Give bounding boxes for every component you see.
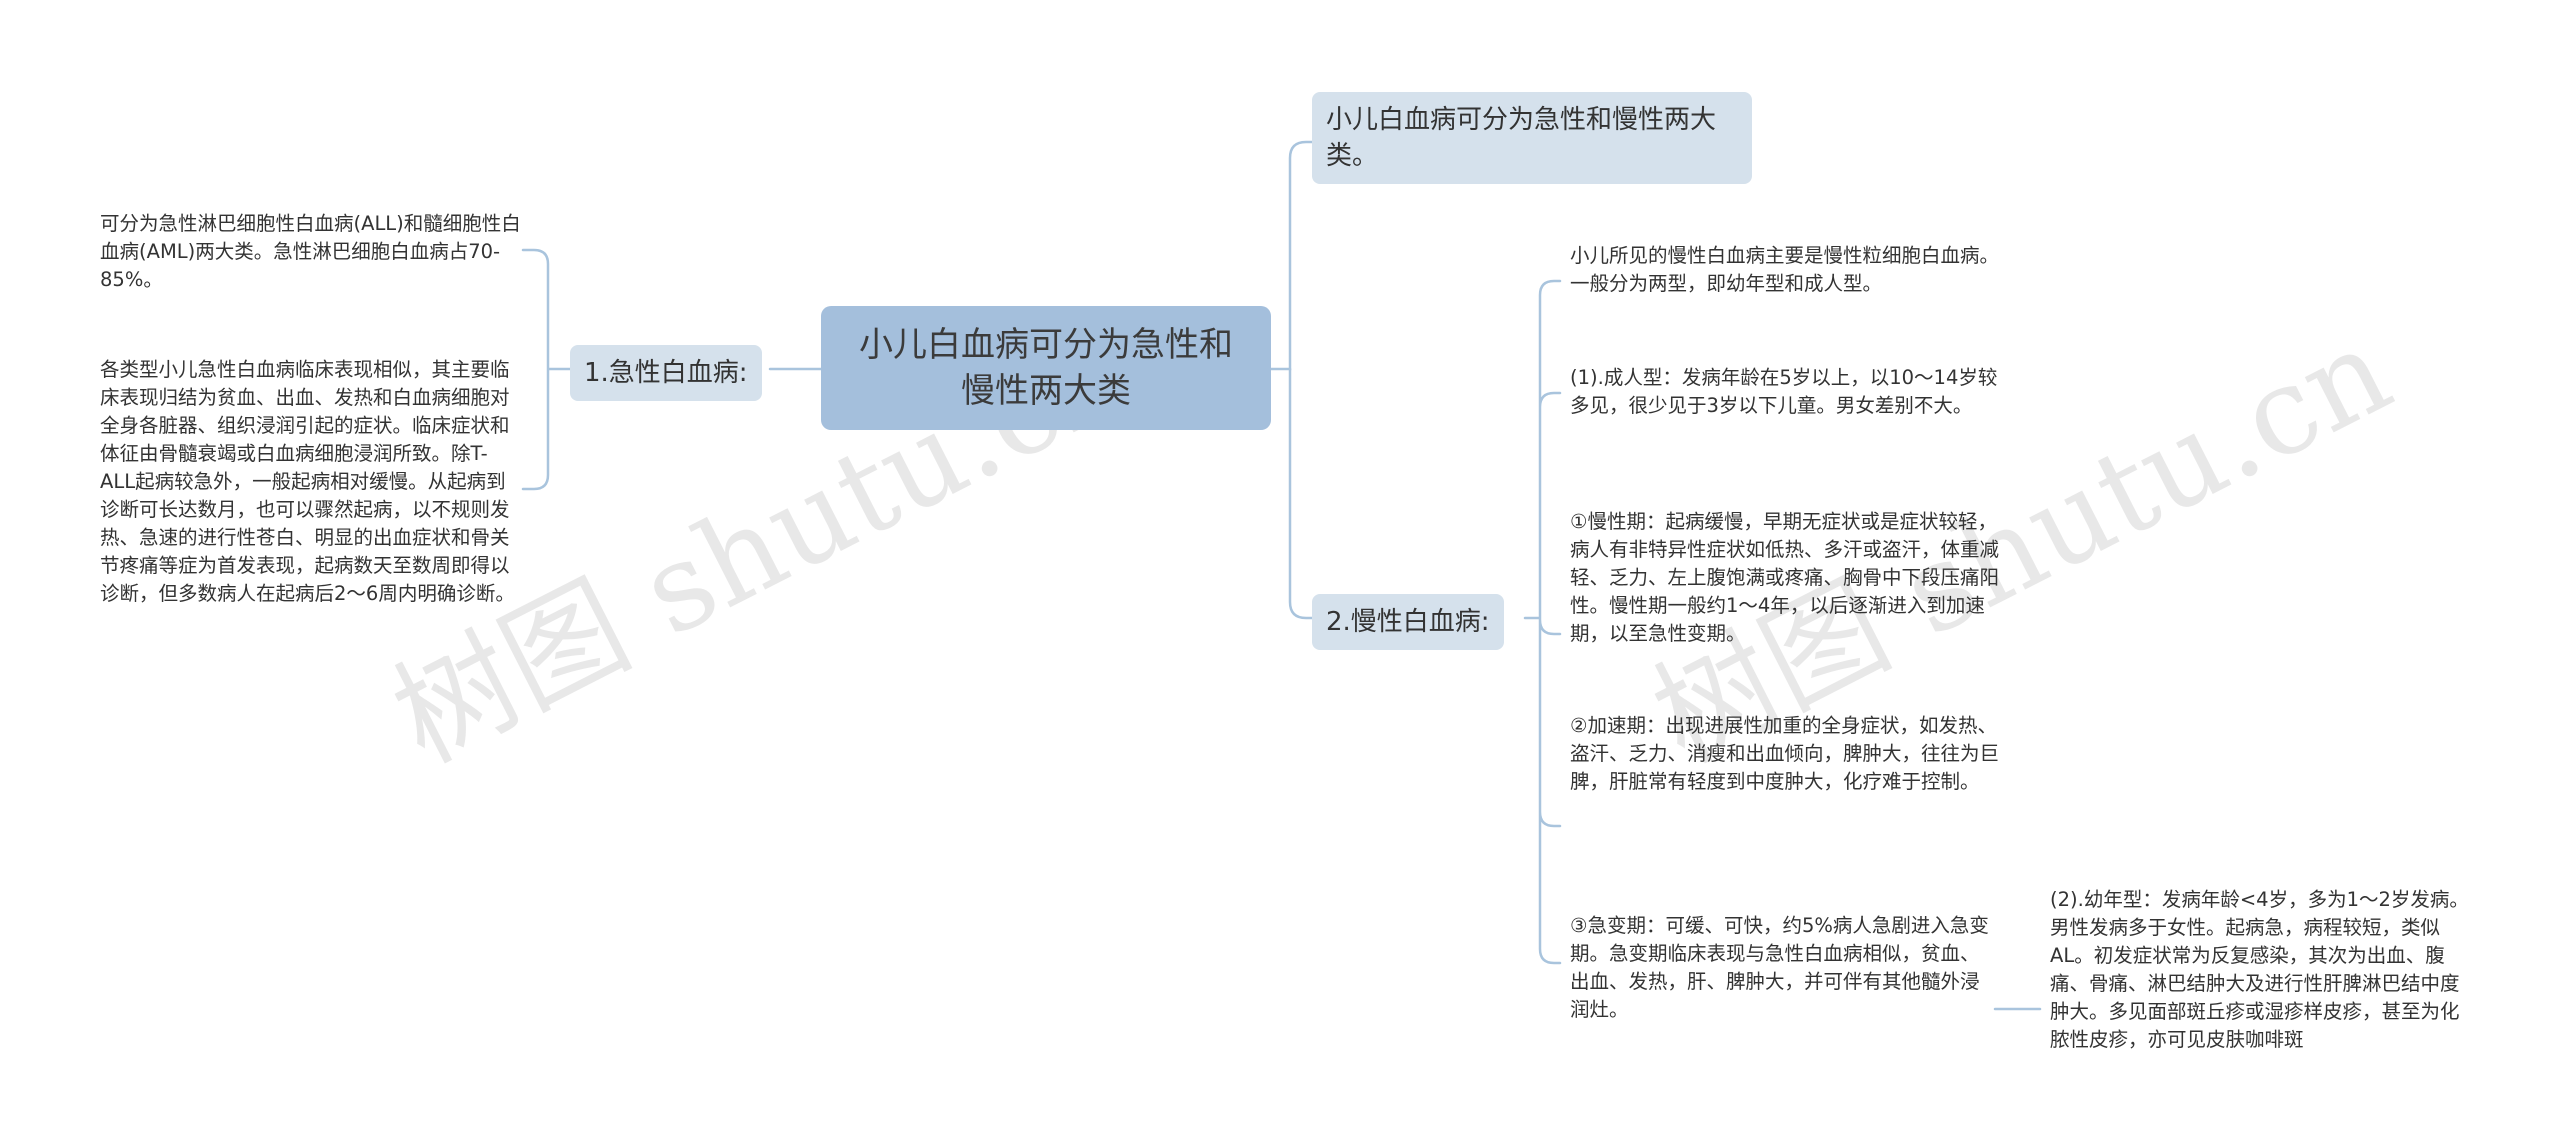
leaf-text: (2).幼年型：发病年龄<4岁，多为1～2岁发病。男性发病多于女性。起病急，病程…	[2050, 888, 2469, 1051]
branch-acute[interactable]: 1.急性白血病:	[570, 345, 762, 401]
leaf-acute-2[interactable]: 各类型小儿急性白血病临床表现相似，其主要临床表现归结为贫血、出血、发热和白血病细…	[98, 354, 523, 610]
leaf-chronic-4[interactable]: ②加速期：出现进展性加重的全身症状，如发热、盗汗、乏力、消瘦和出血倾向，脾肿大，…	[1568, 710, 2008, 798]
leaf-text: ①慢性期：起病缓慢，早期无症状或是症状较轻，病人有非特异性症状如低热、多汗或盗汗…	[1570, 510, 2000, 645]
leaf-text: 小儿所见的慢性白血病主要是慢性粒细胞白血病。一般分为两型，即幼年型和成人型。	[1570, 244, 2000, 295]
bracket-acute	[521, 248, 572, 491]
leaf-text: (1).成人型：发病年龄在5岁以上，以10～14岁较多见，很少见于3岁以下儿童。…	[1570, 366, 1998, 417]
leaf-chronic-3[interactable]: ①慢性期：起病缓慢，早期无症状或是症状较轻，病人有非特异性症状如低热、多汗或盗汗…	[1568, 506, 2008, 650]
leaf-chronic-1[interactable]: 小儿所见的慢性白血病主要是慢性粒细胞白血病。一般分为两型，即幼年型和成人型。	[1568, 240, 2008, 300]
branch-acute-label: 1.急性白血病:	[584, 358, 748, 388]
leaf-text: ③急变期：可缓、可快，约5%病人急剧进入急变期。急变期临床表现与急性白血病相似，…	[1570, 914, 1989, 1021]
leaf-chronic-5[interactable]: ③急变期：可缓、可快，约5%病人急剧进入急变期。急变期临床表现与急性白血病相似，…	[1568, 910, 2000, 1026]
link-root-chronic	[1288, 367, 1314, 620]
branch-top-summary[interactable]: 小儿白血病可分为急性和慢性两大类。	[1312, 92, 1752, 184]
branch-chronic[interactable]: 2.慢性白血病:	[1312, 594, 1504, 650]
leaf-text: 可分为急性淋巴细胞性白血病(ALL)和髓细胞性白血病(AML)两大类。急性淋巴细…	[100, 212, 521, 291]
leaf-acute-1[interactable]: 可分为急性淋巴细胞性白血病(ALL)和髓细胞性白血病(AML)两大类。急性淋巴细…	[98, 208, 523, 296]
bracket-chronic	[1523, 279, 1562, 965]
root-node[interactable]: 小儿白血病可分为急性和慢性两大类	[821, 306, 1271, 430]
leaf-text: 各类型小儿急性白血病临床表现相似，其主要临床表现归结为贫血、出血、发热和白血病细…	[100, 358, 515, 605]
link-root-top	[1269, 140, 1314, 371]
leaf-juvenile-type[interactable]: (2).幼年型：发病年龄<4岁，多为1～2岁发病。男性发病多于女性。起病急，病程…	[2048, 884, 2478, 1056]
leaf-chronic-2[interactable]: (1).成人型：发病年龄在5岁以上，以10～14岁较多见，很少见于3岁以下儿童。…	[1568, 362, 2008, 422]
root-label: 小儿白血病可分为急性和慢性两大类	[859, 325, 1233, 411]
branch-top-label: 小儿白血病可分为急性和慢性两大类。	[1326, 105, 1717, 171]
branch-chronic-label: 2.慢性白血病:	[1326, 607, 1490, 637]
leaf-text: ②加速期：出现进展性加重的全身症状，如发热、盗汗、乏力、消瘦和出血倾向，脾肿大，…	[1570, 714, 2000, 793]
